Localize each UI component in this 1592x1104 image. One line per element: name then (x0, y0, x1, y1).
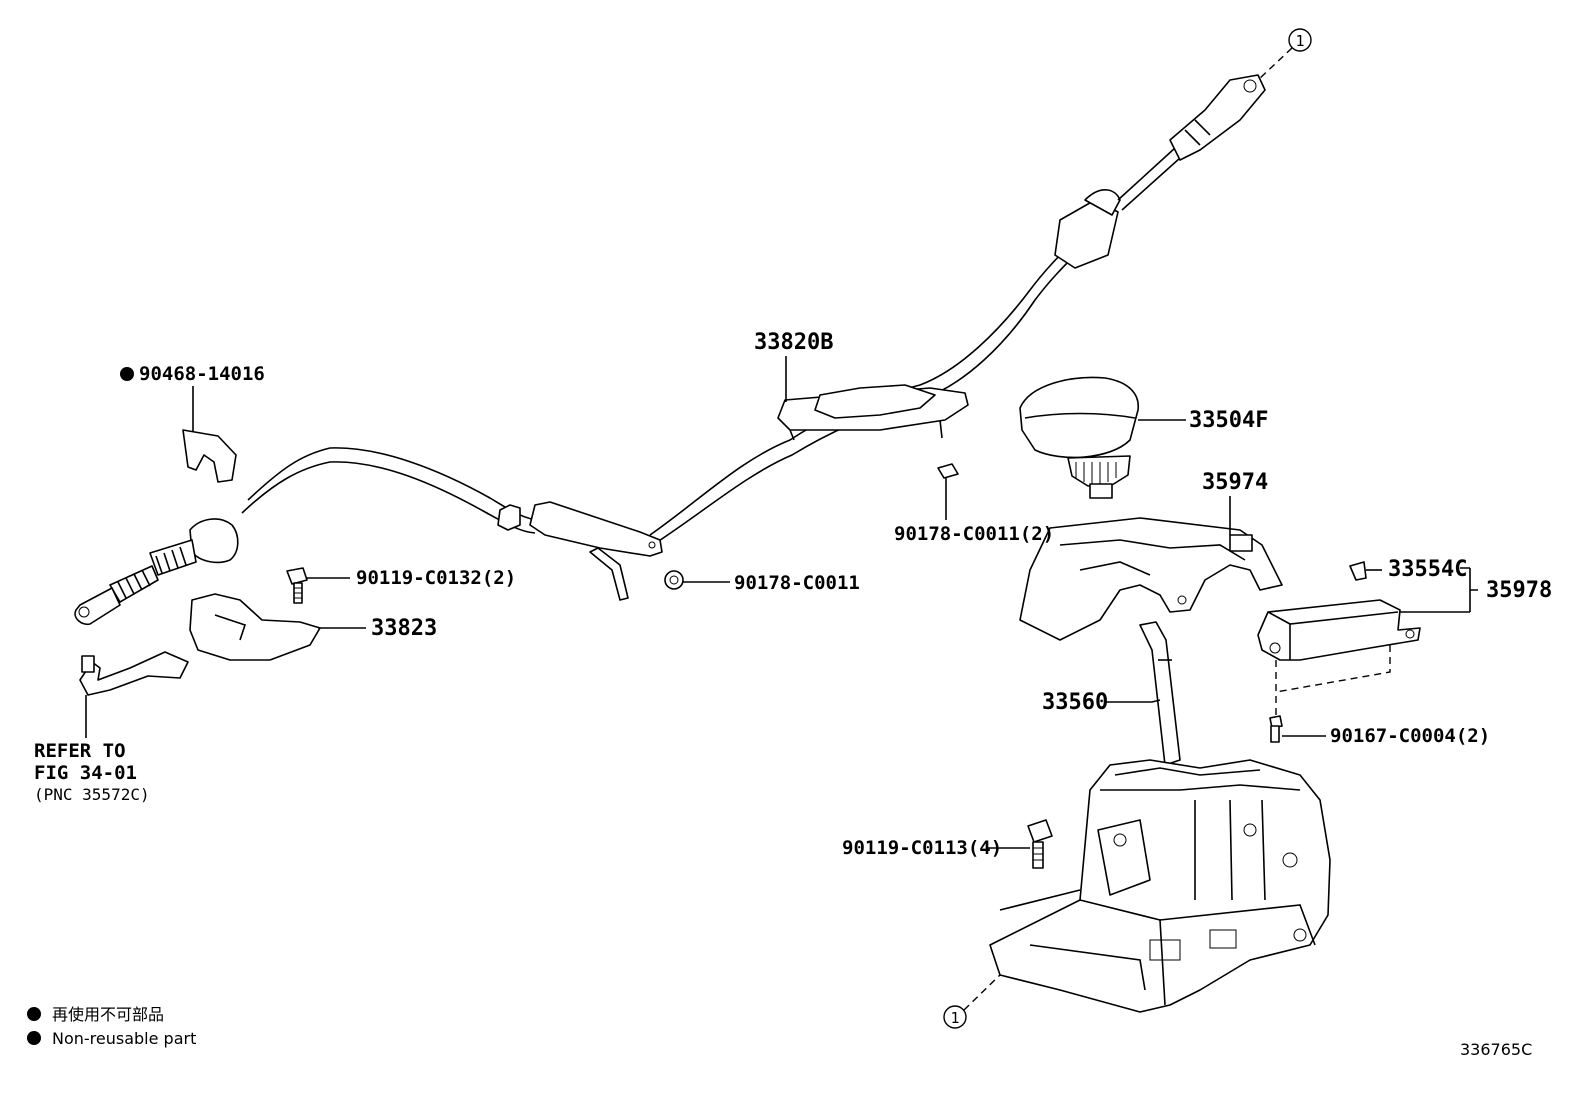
bolt-90119-c0132 (286, 567, 308, 604)
label-90178-c0011: 90178-C0011 (734, 572, 860, 594)
shift-cable (74, 74, 1266, 626)
non-reusable-dot-90468 (120, 367, 134, 381)
indicator-35978 (1257, 599, 1421, 661)
label-33554c: 33554C (1388, 557, 1467, 582)
label-90119-c0113: 90119-C0113(4) (842, 837, 1002, 859)
connector-bottom: 1 (943, 974, 1001, 1029)
reference-note: REFER TO FIG 34-01 (PNC 35572C) (34, 740, 150, 804)
screw-90167-c0004 (1269, 715, 1283, 743)
reference-line-3: (PNC 35572C) (34, 785, 150, 804)
connector-top: 1 (1257, 28, 1312, 81)
bolt-90119-c0113 (1027, 819, 1053, 869)
cover-35974 (1019, 517, 1283, 641)
nut-90178-c0011-2 (937, 463, 959, 479)
clip-33554c (1349, 561, 1367, 581)
reference-line-1: REFER TO (34, 740, 126, 762)
label-33823: 33823 (371, 616, 437, 641)
labels: 33820B 90468-14016 33504F 35974 90178-C0… (120, 330, 1552, 859)
label-35978: 35978 (1486, 578, 1552, 603)
label-33504f: 33504F (1189, 408, 1268, 433)
label-33820b: 33820B (754, 330, 833, 355)
legend-jp: 再使用不可部品 (52, 1005, 164, 1024)
legend-en: Non-reusable part (52, 1029, 196, 1048)
nut-90178-c0011 (664, 570, 684, 590)
svg-text:1: 1 (950, 1009, 959, 1027)
reference-line-2: FIG 34-01 (34, 762, 137, 784)
legend-dot-jp (27, 1007, 41, 1021)
clip-90468 (182, 429, 237, 483)
bracket-33823 (189, 593, 321, 661)
label-90468-14016: 90468-14016 (139, 363, 265, 385)
shift-lever-33560 (1139, 621, 1181, 766)
shift-lever-assembly (989, 759, 1331, 1013)
shift-lever-ref (79, 651, 189, 696)
legend: 再使用不可部品 Non-reusable part (27, 1005, 196, 1048)
leader-lines (85, 356, 1478, 849)
svg-text:1: 1 (1295, 32, 1304, 50)
shift-knob-33504f (1019, 376, 1139, 499)
figure-id: 336765C (1460, 1040, 1532, 1059)
label-33560: 33560 (1042, 690, 1108, 715)
label-35974: 35974 (1202, 470, 1268, 495)
label-90167-c0004: 90167-C0004(2) (1330, 725, 1490, 747)
legend-dot-en (27, 1031, 41, 1045)
label-90119-c0132: 90119-C0132(2) (356, 567, 516, 589)
label-90178-c0011-2: 90178-C0011(2) (894, 523, 1054, 545)
